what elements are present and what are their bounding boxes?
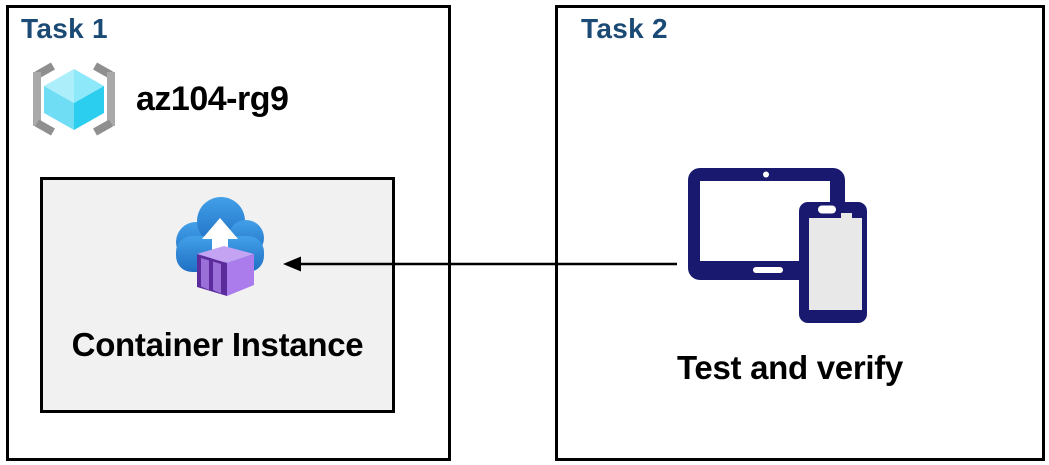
resource-group-icon bbox=[33, 62, 115, 136]
upload-arrow-icon bbox=[202, 218, 238, 262]
resource-group-row: az104-rg9 bbox=[28, 60, 289, 138]
container-box-shape bbox=[197, 246, 254, 296]
container-instance-label: Container Instance bbox=[71, 326, 364, 363]
task1-title: Task 1 bbox=[21, 13, 108, 44]
test-and-verify-label: Test and verify bbox=[677, 349, 903, 386]
tablet-phone-devices-icon bbox=[688, 168, 867, 323]
resource-group-name: az104-rg9 bbox=[136, 79, 289, 118]
phone-icon bbox=[799, 202, 867, 323]
container-instance-icon bbox=[176, 197, 264, 296]
task2-title: Task 2 bbox=[581, 13, 668, 44]
